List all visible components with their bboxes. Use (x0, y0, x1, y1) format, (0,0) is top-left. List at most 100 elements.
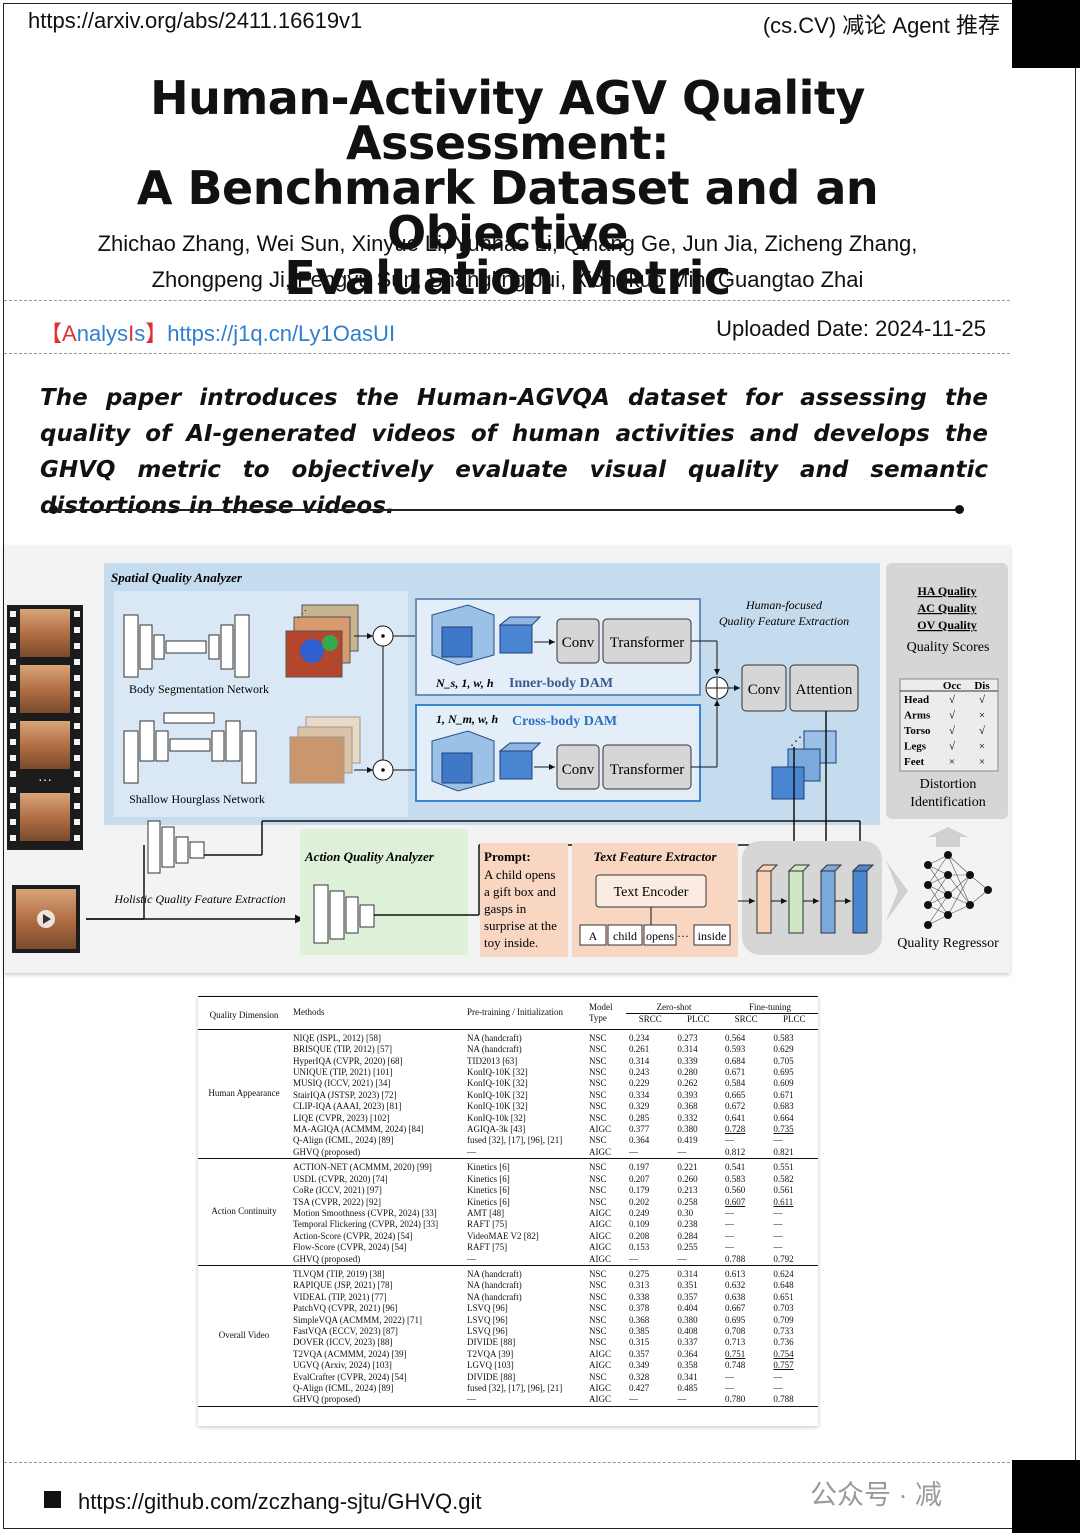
hourglass-network (123, 712, 257, 784)
zs-plcc-cell: 0.380 (677, 1124, 698, 1135)
table-row: Motion Smoothness (CVPR, 2024) [33]AMT [… (198, 1208, 818, 1219)
attention-block (789, 664, 859, 712)
ft-plcc-cell: — (773, 1371, 783, 1382)
inner-small-cube (498, 616, 542, 654)
action-network (313, 884, 375, 944)
model-type-cell: NSC (589, 1325, 607, 1336)
architecture-figure: ··· Spatial Quality Analyzer Body Segmen… (4, 545, 1010, 973)
model-type-cell: NSC (589, 1112, 607, 1123)
author-list: Zhichao Zhang, Wei Sun, Xinyue Li, Yunha… (30, 226, 985, 298)
ft-plcc-cell: 0.683 (773, 1101, 794, 1112)
method-cell: RAPIQUE (JSP, 2021) [78] (293, 1280, 393, 1291)
table-row: Flow-Score (CVPR, 2024) [54]RAFT [75]AIG… (198, 1242, 818, 1253)
method-cell: USDL (CVPR, 2020) [74] (293, 1173, 388, 1184)
ft-srcc-cell: 0.632 (724, 1280, 746, 1291)
pretrain-cell: LSVQ [96] (467, 1314, 508, 1325)
ac-quality-label: AC Quality (917, 601, 976, 615)
pretrain-cell: fused [32], [17], [96], [21] (467, 1135, 563, 1146)
conv-label: Conv (562, 635, 595, 651)
ft-plcc-cell: 0.703 (773, 1303, 794, 1314)
pretrain-cell: RAFT [75] (467, 1219, 508, 1230)
ft-srcc-cell: — (724, 1230, 734, 1241)
spatial-analyzer-title: Spatial Quality Analyzer (111, 570, 243, 585)
zs-srcc-cell: 0.334 (629, 1089, 650, 1100)
ft-plcc-cell: 0.629 (773, 1044, 794, 1055)
segmentation-frames: ⋰ (285, 604, 359, 678)
ft-plcc-cell: 0.792 (773, 1253, 794, 1264)
dist-part-label: Arms (904, 710, 931, 722)
method-cell: StairIQA (JSTSP, 2023) [72] (293, 1089, 397, 1100)
zs-plcc-cell: 0.358 (677, 1360, 698, 1371)
transformer-label: Transformer (610, 635, 684, 651)
model-type-cell: AIGC (589, 1230, 611, 1241)
zs-srcc-cell: 0.315 (629, 1337, 650, 1348)
zs-srcc-cell: 0.243 (629, 1067, 650, 1078)
inner-dam-label: Inner-body DAM (509, 676, 613, 691)
ft-srcc-cell: 0.641 (724, 1112, 746, 1123)
dist-mark: √ (949, 710, 956, 722)
pretrain-cell: Kinetics [6] (467, 1173, 510, 1184)
analysis-i: I (128, 321, 135, 346)
attention-label: Attention (796, 682, 853, 698)
dist-part-label: Feet (904, 756, 924, 768)
pretrain-cell: LGVQ [103] (467, 1360, 514, 1371)
ha-quality-label: HA Quality (917, 584, 976, 598)
model-type-cell: NSC (589, 1101, 607, 1112)
method-cell: PatchVQ (CVPR, 2021) [96] (293, 1303, 398, 1314)
title-line: A Benchmark Dataset and an Objective (136, 161, 879, 260)
group-name: Action Continuity (211, 1206, 277, 1217)
ft-srcc-cell: 0.812 (724, 1146, 746, 1157)
ft-plcc-cell: 0.561 (773, 1185, 794, 1196)
ft-srcc-cell: 0.584 (724, 1078, 746, 1089)
zs-plcc-cell: 0.30 (677, 1207, 694, 1218)
ft-srcc-cell: — (724, 1242, 734, 1253)
analysis-url[interactable]: https://j1q.cn/Ly1OasUI (167, 321, 396, 346)
analysis-a: A (62, 321, 77, 346)
conv-block (556, 618, 600, 664)
ft-plcc-cell: 0.648 (773, 1280, 794, 1291)
holistic-feature-bar (852, 870, 868, 934)
authors-line: Zhongpeng Ji, Fengyu Sun, Shangling Jui,… (151, 267, 864, 292)
zs-plcc-cell: 0.404 (677, 1303, 698, 1314)
ft-srcc-cell: — (724, 1135, 734, 1146)
method-cell: GHVQ (proposed) (293, 1253, 361, 1264)
token-text: child (613, 929, 637, 943)
pretrain-cell: KonIQ-10K [32] (467, 1101, 528, 1112)
zs-srcc-cell: 0.234 (629, 1032, 650, 1043)
method-cell: ACTION-NET (ACMMM, 2020) [99] (293, 1162, 432, 1173)
title-line: Human-Activity AGV Quality Assessment: (150, 71, 865, 170)
svg-text:⋰: ⋰ (790, 734, 802, 748)
zs-plcc-cell: — (677, 1146, 687, 1157)
analysis-link[interactable]: 【AnalysIs】https://j1q.cn/Ly1OasUI (40, 316, 395, 348)
ft-plcc-cell: 0.695 (773, 1067, 794, 1078)
pretrain-cell: KonIQ-10k [32] (467, 1112, 526, 1123)
method-cell: MUSIQ (ICCV, 2021) [34] (293, 1078, 391, 1089)
backbone-panel (114, 591, 408, 817)
token-box (607, 924, 643, 946)
zs-plcc-cell: 0.284 (677, 1230, 698, 1241)
arxiv-url[interactable]: https://arxiv.org/abs/2411.16619v1 (28, 8, 363, 33)
corner-block-bottom (1012, 1460, 1080, 1533)
zs-plcc-cell: 0.364 (677, 1348, 698, 1359)
zs-srcc-cell: 0.329 (629, 1101, 650, 1112)
table-row: CLIP-IQA (AAAI, 2023) [81]KonIQ-10K [32]… (198, 1101, 818, 1112)
ft-plcc-cell: — (773, 1219, 783, 1230)
github-link[interactable]: https://github.com/zczhang-sjtu/GHVQ.git (78, 1489, 482, 1514)
ft-srcc-cell: 0.708 (724, 1325, 746, 1336)
wechat-watermark: 公众号 · 减 (810, 1480, 942, 1510)
zs-plcc-cell: — (677, 1253, 687, 1264)
input-video-thumbnail[interactable] (12, 885, 80, 953)
divider (4, 1462, 1010, 1463)
model-type-cell: AIGC (589, 1383, 611, 1393)
method-cell: GHVQ (proposed) (293, 1146, 361, 1157)
pretrain-cell: Kinetics [6] (467, 1162, 510, 1173)
ft-srcc-cell: 0.672 (724, 1101, 746, 1112)
text-feature-bar (756, 870, 772, 934)
zs-plcc-cell: 0.238 (677, 1219, 698, 1230)
prompt-panel (480, 843, 568, 957)
ft-plcc-cell: 0.583 (773, 1032, 794, 1043)
pretrain-cell: DIVIDE [88] (467, 1371, 516, 1382)
